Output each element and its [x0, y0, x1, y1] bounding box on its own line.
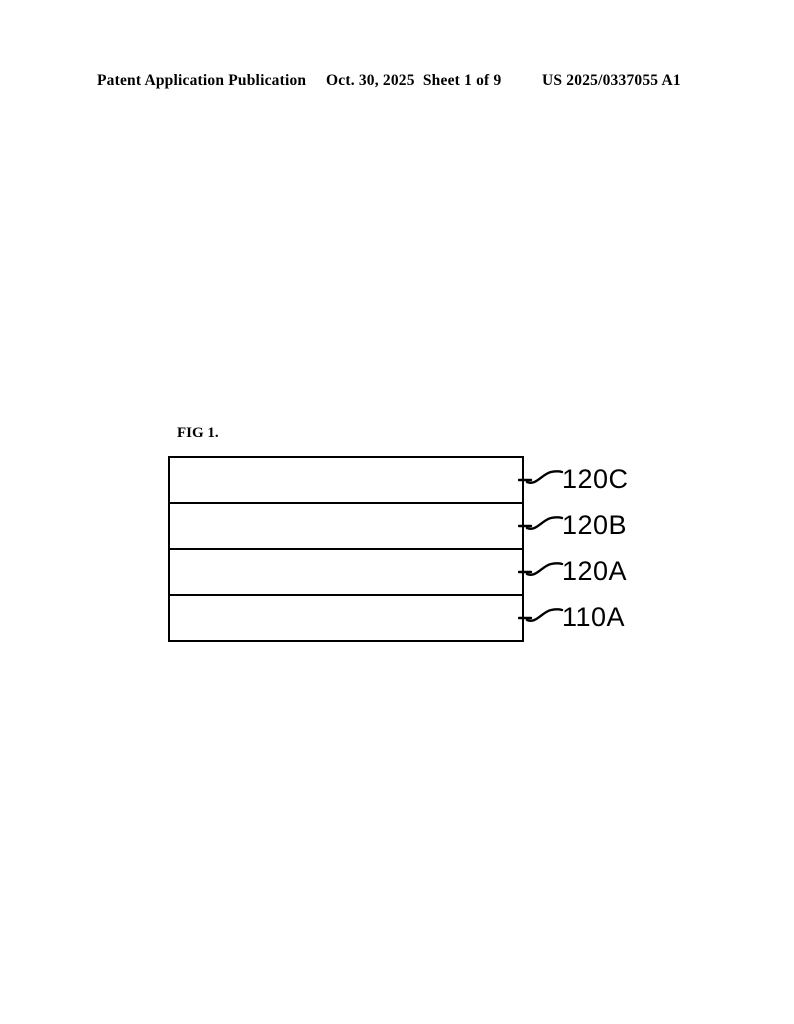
- layer-rect-110a: [170, 596, 522, 640]
- callout-label-120c: 120C: [562, 464, 629, 494]
- leader-line-icon: [518, 562, 564, 576]
- layer-rect-120c: [170, 458, 522, 504]
- page-header: Patent Application Publication Oct. 30, …: [0, 70, 794, 92]
- layer-rect-120a: [170, 550, 522, 596]
- header-date-sheet-text: Oct. 30, 2025 Sheet 1 of 9: [326, 72, 502, 89]
- header-publication-number: US 2025/0337055 A1: [542, 72, 681, 89]
- header-publication-text: Patent Application Publication: [97, 72, 307, 89]
- callout-label-120a: 120A: [562, 556, 628, 586]
- figure-caption: FIG 1.: [177, 425, 219, 441]
- layer-stack-diagram: [168, 456, 524, 642]
- leader-line-icon: [518, 470, 564, 484]
- callout-label-120b: 120B: [562, 510, 628, 540]
- callout-label-110a: 110A: [562, 602, 626, 632]
- leader-line-icon: [518, 516, 564, 530]
- leader-line-icon: [518, 608, 564, 622]
- layer-rect-120b: [170, 504, 522, 550]
